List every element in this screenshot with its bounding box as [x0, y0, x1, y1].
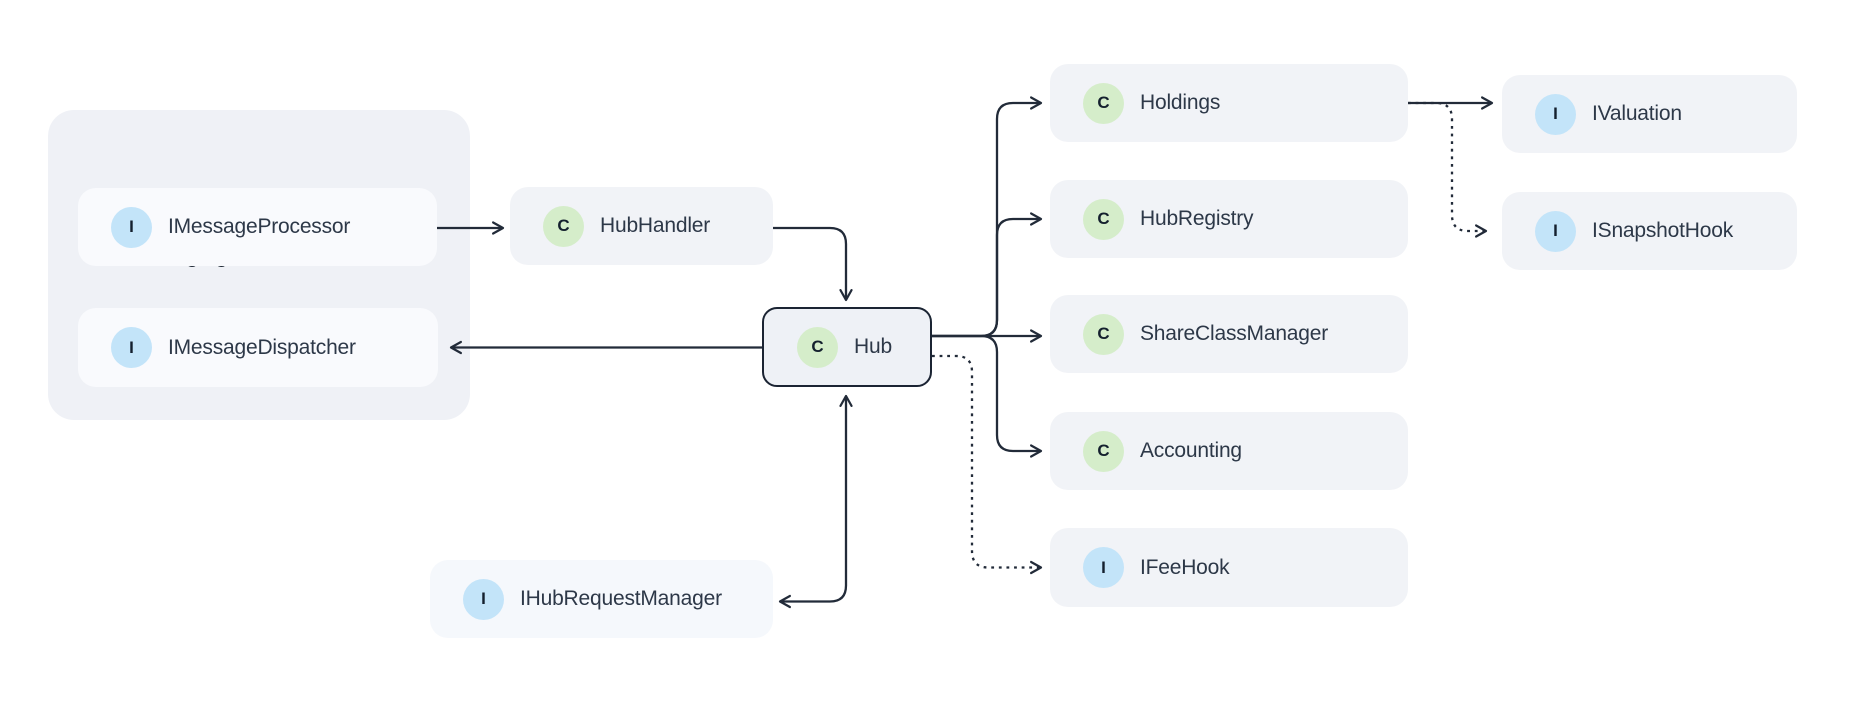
node-label: IMessageProcessor — [168, 215, 351, 238]
class-badge-icon: C — [797, 326, 838, 368]
edge-Hub-IFeeHook — [932, 354, 1043, 575]
node-label: Accounting — [1140, 439, 1242, 462]
node-label: IFeeHook — [1140, 555, 1230, 579]
node-IMessageProcessor[interactable]: I IMessageProcessor — [78, 188, 437, 266]
node-ShareClassManager[interactable]: C ShareClassManager — [1050, 295, 1408, 373]
node-label: IMessageDispatcher — [168, 335, 356, 359]
node-ISnapshotHook[interactable]: I ISnapshotHook — [1502, 192, 1797, 270]
interface-badge-icon: I — [111, 206, 152, 248]
edge-Hub-Accounting — [932, 334, 1043, 458]
edge-Hub-HubRegistry — [932, 212, 1043, 338]
node-HubRegistry[interactable]: C HubRegistry — [1050, 180, 1408, 258]
node-IFeeHook[interactable]: I IFeeHook — [1050, 528, 1408, 607]
edge-HubHandler-Hub — [773, 226, 853, 302]
class-badge-icon: C — [1083, 82, 1124, 124]
class-badge-icon: C — [543, 205, 584, 247]
node-label: IHubRequestManager — [520, 587, 722, 610]
class-badge-icon: C — [1083, 430, 1124, 472]
interface-badge-icon: I — [1535, 210, 1576, 252]
node-Holdings[interactable]: C Holdings — [1050, 64, 1408, 142]
node-IValuation[interactable]: I IValuation — [1502, 75, 1797, 153]
edge-Holdings-ISnapshotHook — [1408, 101, 1488, 238]
node-label: Holdings — [1140, 91, 1221, 114]
node-label: ISnapshotHook — [1592, 219, 1733, 242]
interface-badge-icon: I — [463, 578, 504, 620]
node-label: HubRegistry — [1140, 207, 1254, 230]
node-label: Hub — [854, 335, 892, 358]
node-label: IValuation — [1592, 102, 1682, 125]
node-label: HubHandler — [600, 214, 711, 237]
node-Accounting[interactable]: C Accounting — [1050, 412, 1408, 490]
interface-badge-icon: I — [1535, 93, 1576, 135]
class-badge-icon: C — [1083, 313, 1124, 355]
interface-badge-icon: I — [1083, 547, 1124, 588]
node-HubHandler[interactable]: C HubHandler — [510, 187, 773, 265]
interface-badge-icon: I — [111, 327, 152, 368]
node-Hub[interactable]: C Hub — [762, 307, 932, 387]
node-IMessageDispatcher[interactable]: I IMessageDispatcher — [78, 308, 438, 387]
edge-IHubRequestManager-Hub — [778, 394, 853, 609]
node-label: ShareClassManager — [1140, 322, 1329, 345]
node-IHubRequestManager[interactable]: I IHubRequestManager — [430, 560, 773, 638]
class-badge-icon: C — [1083, 198, 1124, 240]
